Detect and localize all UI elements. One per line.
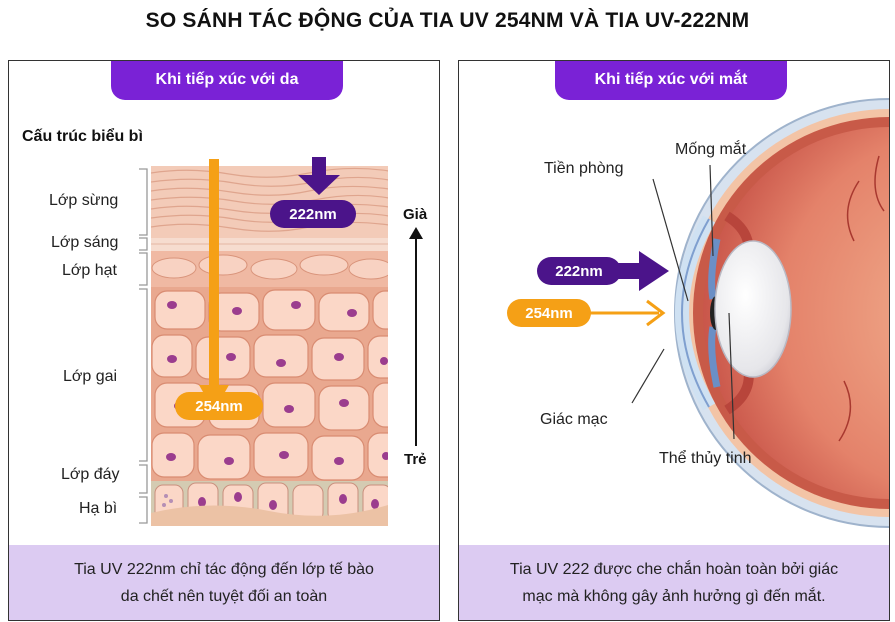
eye-footer-line1: Tia UV 222 được che chắn hoàn toàn bởi g… xyxy=(484,556,864,583)
uv222-eye-badge: 222nm xyxy=(537,257,621,285)
age-label-old: Già xyxy=(403,206,427,223)
eye-cross-section-illustration xyxy=(459,61,889,620)
epidermis-heading: Cấu trúc biểu bì xyxy=(22,128,143,146)
skin-footer-line1: Tia UV 222nm chỉ tác động đến lớp tế bào xyxy=(34,556,414,583)
layer-label-granulosum: Lớp hạt xyxy=(62,262,117,280)
label-lens: Thể thủy tinh xyxy=(659,450,752,468)
label-cornea: Giác mạc xyxy=(540,411,608,429)
layer-label-dermis: Hạ bì xyxy=(79,500,117,518)
uv254-eye-badge: 254nm xyxy=(507,299,591,327)
label-anterior-chamber: Tiền phòng xyxy=(544,160,623,178)
eye-footer: Tia UV 222 được che chắn hoàn toàn bởi g… xyxy=(459,545,889,620)
age-label-young: Trẻ xyxy=(404,451,427,468)
leader-cornea xyxy=(632,349,664,403)
tab-eye-exposure: Khi tiếp xúc với mắt xyxy=(555,60,787,100)
layer-label-lucidum: Lớp sáng xyxy=(51,234,118,252)
page-title: SO SÁNH TÁC ĐỘNG CỦA TIA UV 254NM VÀ TIA… xyxy=(0,9,895,33)
leader-anterior-chamber xyxy=(653,179,688,301)
layer-label-corneum: Lớp sừng xyxy=(49,192,118,210)
eye-footer-line2: mạc mà không gây ảnh hưởng gì đến mắt. xyxy=(484,583,864,610)
uv222-skin-badge: 222nm xyxy=(270,200,356,228)
label-iris: Mống mắt xyxy=(675,141,746,159)
layer-label-spinosum: Lớp gai xyxy=(63,368,117,386)
tab-skin-exposure: Khi tiếp xúc với da xyxy=(111,60,343,100)
eye-panel: Khi tiếp xúc với mắt Tiền phòng Mống mắt… xyxy=(458,60,890,621)
skin-footer: Tia UV 222nm chỉ tác động đến lớp tế bào… xyxy=(9,545,439,620)
layer-label-basal: Lớp đáy xyxy=(61,466,120,484)
skin-footer-line2: da chết nên tuyệt đối an toàn xyxy=(34,583,414,610)
skin-panel: Khi tiếp xúc với da Cấu trúc biểu bì Lớp… xyxy=(8,60,440,621)
uv254-skin-badge: 254nm xyxy=(175,392,263,420)
